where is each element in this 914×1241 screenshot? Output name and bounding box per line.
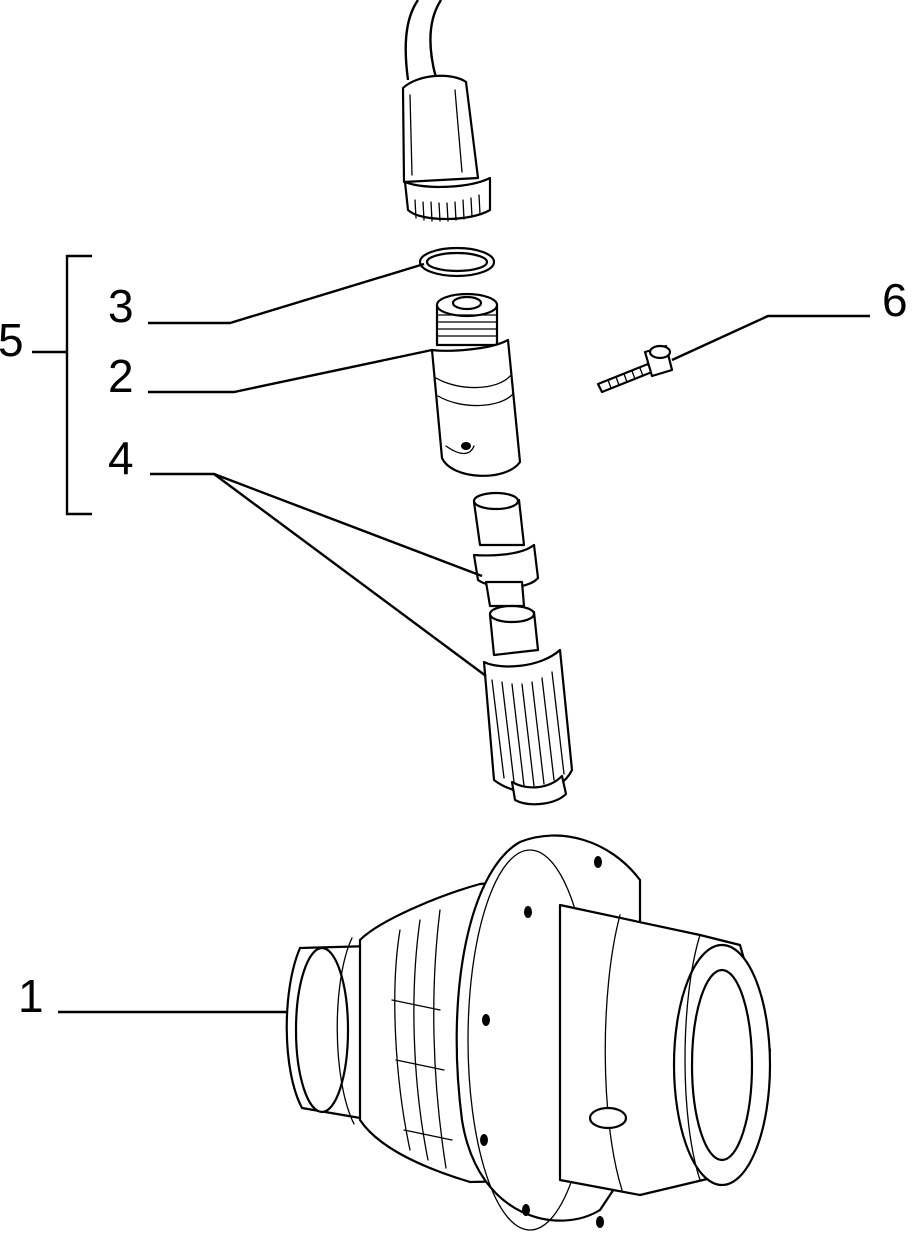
leader-lines bbox=[58, 262, 870, 1014]
callout-2: 2 bbox=[108, 350, 134, 402]
o-ring bbox=[418, 246, 496, 278]
callout-3: 3 bbox=[108, 280, 134, 332]
callout-4: 4 bbox=[108, 432, 134, 484]
callout-6: 6 bbox=[882, 274, 908, 326]
callout-5: 5 bbox=[0, 314, 24, 366]
differential-case bbox=[285, 834, 772, 1231]
screw bbox=[596, 344, 674, 394]
sensor-housing bbox=[430, 292, 522, 477]
group-bracket-5 bbox=[32, 254, 92, 516]
speedometer-cable bbox=[401, 0, 492, 222]
pinion-gear bbox=[482, 648, 574, 806]
pinion-shaft bbox=[472, 491, 540, 657]
callout-1: 1 bbox=[18, 970, 44, 1022]
